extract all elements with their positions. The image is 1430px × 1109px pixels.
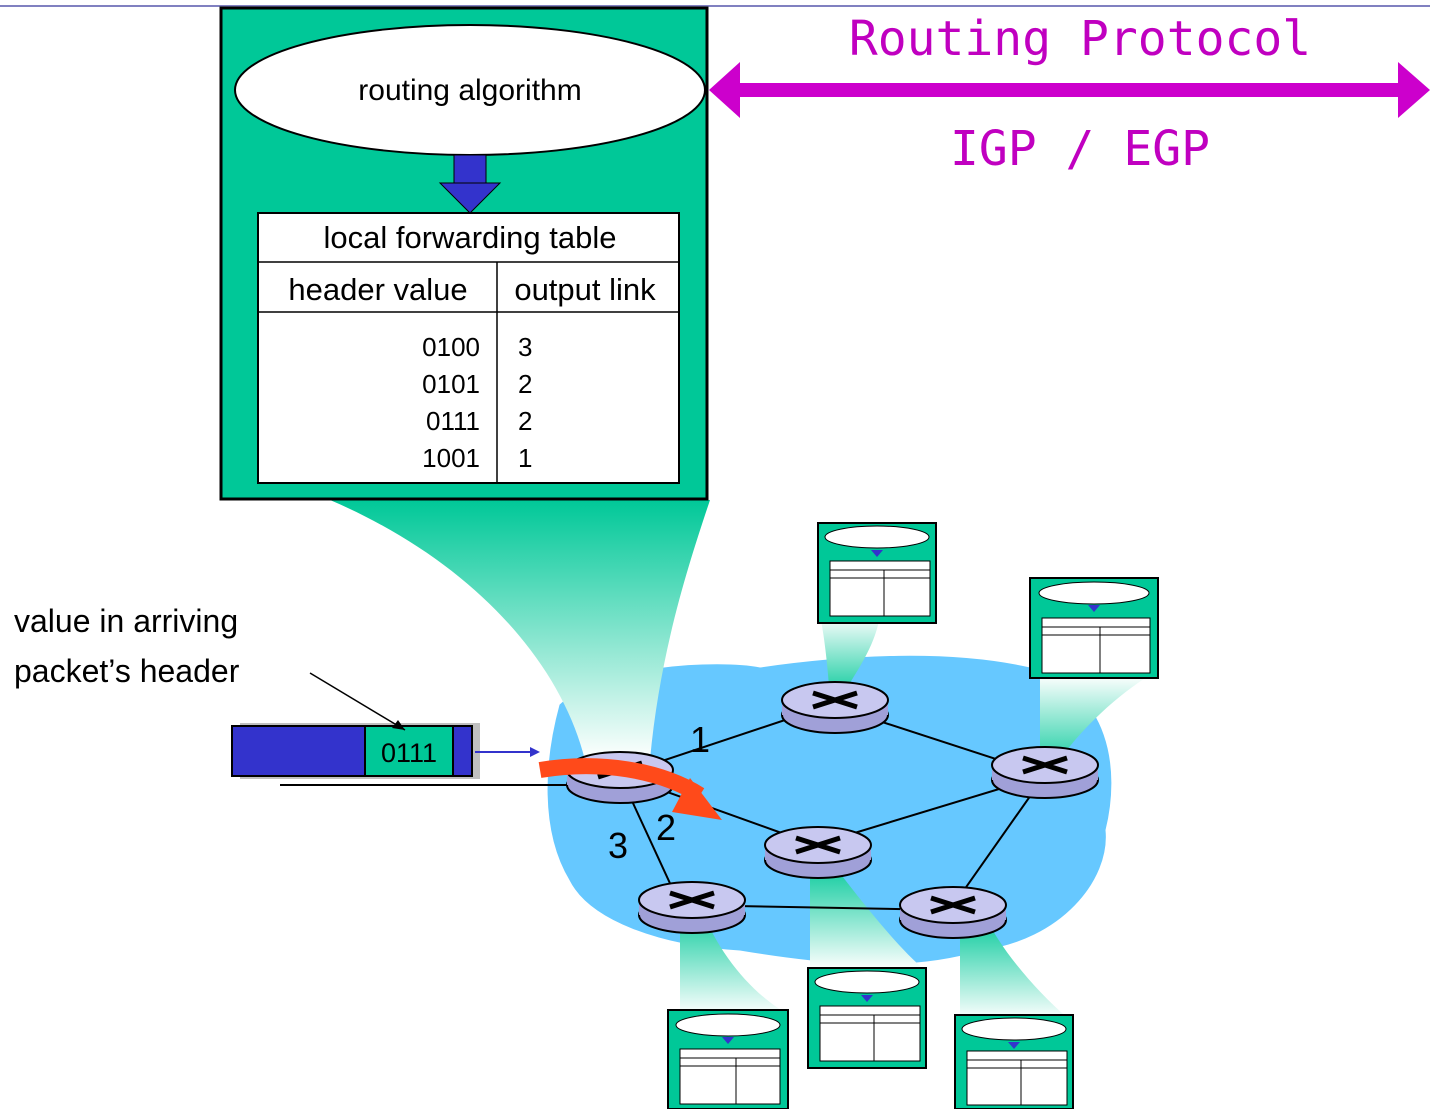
table-cell-header-value: 0111 — [426, 406, 480, 436]
table-cell-header-value: 0101 — [422, 369, 480, 399]
router-bottom-right[interactable] — [899, 886, 1007, 939]
igp-egp-label: IGP / EGP — [950, 121, 1210, 177]
packet-arrow-head — [530, 747, 540, 757]
arriving-packet: 0111 — [231, 723, 480, 779]
routing-protocol-title: Routing Protocol — [849, 11, 1311, 67]
table-cell-output-link: 2 — [518, 406, 532, 436]
router-top[interactable] — [781, 681, 889, 734]
packet-caption-line1: value in arriving — [14, 603, 238, 639]
table-cell-output-link: 2 — [518, 369, 532, 399]
router-control-box: routing algorithm local forwarding table… — [219, 6, 709, 501]
beam-right-router — [1040, 675, 1150, 775]
routing-algorithm-label: routing algorithm — [358, 74, 581, 107]
mini-table-top — [817, 522, 937, 624]
mini-table-bottom-middle — [807, 967, 927, 1069]
beam-middle-router — [810, 860, 925, 970]
router-middle[interactable] — [764, 826, 872, 879]
caption-pointer-head — [392, 720, 405, 730]
forwarding-table-title: local forwarding table — [324, 220, 617, 255]
beam-bottom-right-router — [960, 915, 1070, 1020]
main-beam — [330, 500, 650, 760]
caption-pointer — [309, 672, 406, 731]
forwarding-table-rows: 0100 3 0101 2 0111 2 1001 1 — [422, 332, 532, 473]
beam-top-router — [820, 615, 880, 700]
column-header-value: header value — [288, 272, 467, 307]
mini-table-bottom-left — [667, 1009, 789, 1109]
router-bottom-left[interactable] — [638, 881, 746, 934]
packet-header-value: 0111 — [381, 738, 437, 768]
column-header-output: output link — [514, 272, 656, 307]
packet-caption-line2: packet’s header — [14, 653, 240, 689]
table-cell-output-link: 3 — [518, 332, 532, 362]
main-beam-right — [560, 500, 710, 760]
protocol-double-arrow — [709, 62, 1430, 118]
forwarding-table — [257, 212, 680, 484]
table-cell-output-link: 1 — [518, 443, 532, 473]
link-label-2: 2 — [656, 807, 676, 848]
link-label-3: 3 — [608, 825, 628, 866]
table-cell-header-value: 0100 — [422, 332, 480, 362]
mini-table-right — [1029, 577, 1159, 679]
table-cell-header-value: 1001 — [422, 443, 480, 473]
mini-table-bottom-right — [954, 1014, 1074, 1109]
forward-arrow-head — [672, 778, 722, 820]
down-arrow-icon — [438, 154, 502, 214]
link-label-1: 1 — [690, 719, 710, 760]
router-right[interactable] — [991, 746, 1099, 799]
